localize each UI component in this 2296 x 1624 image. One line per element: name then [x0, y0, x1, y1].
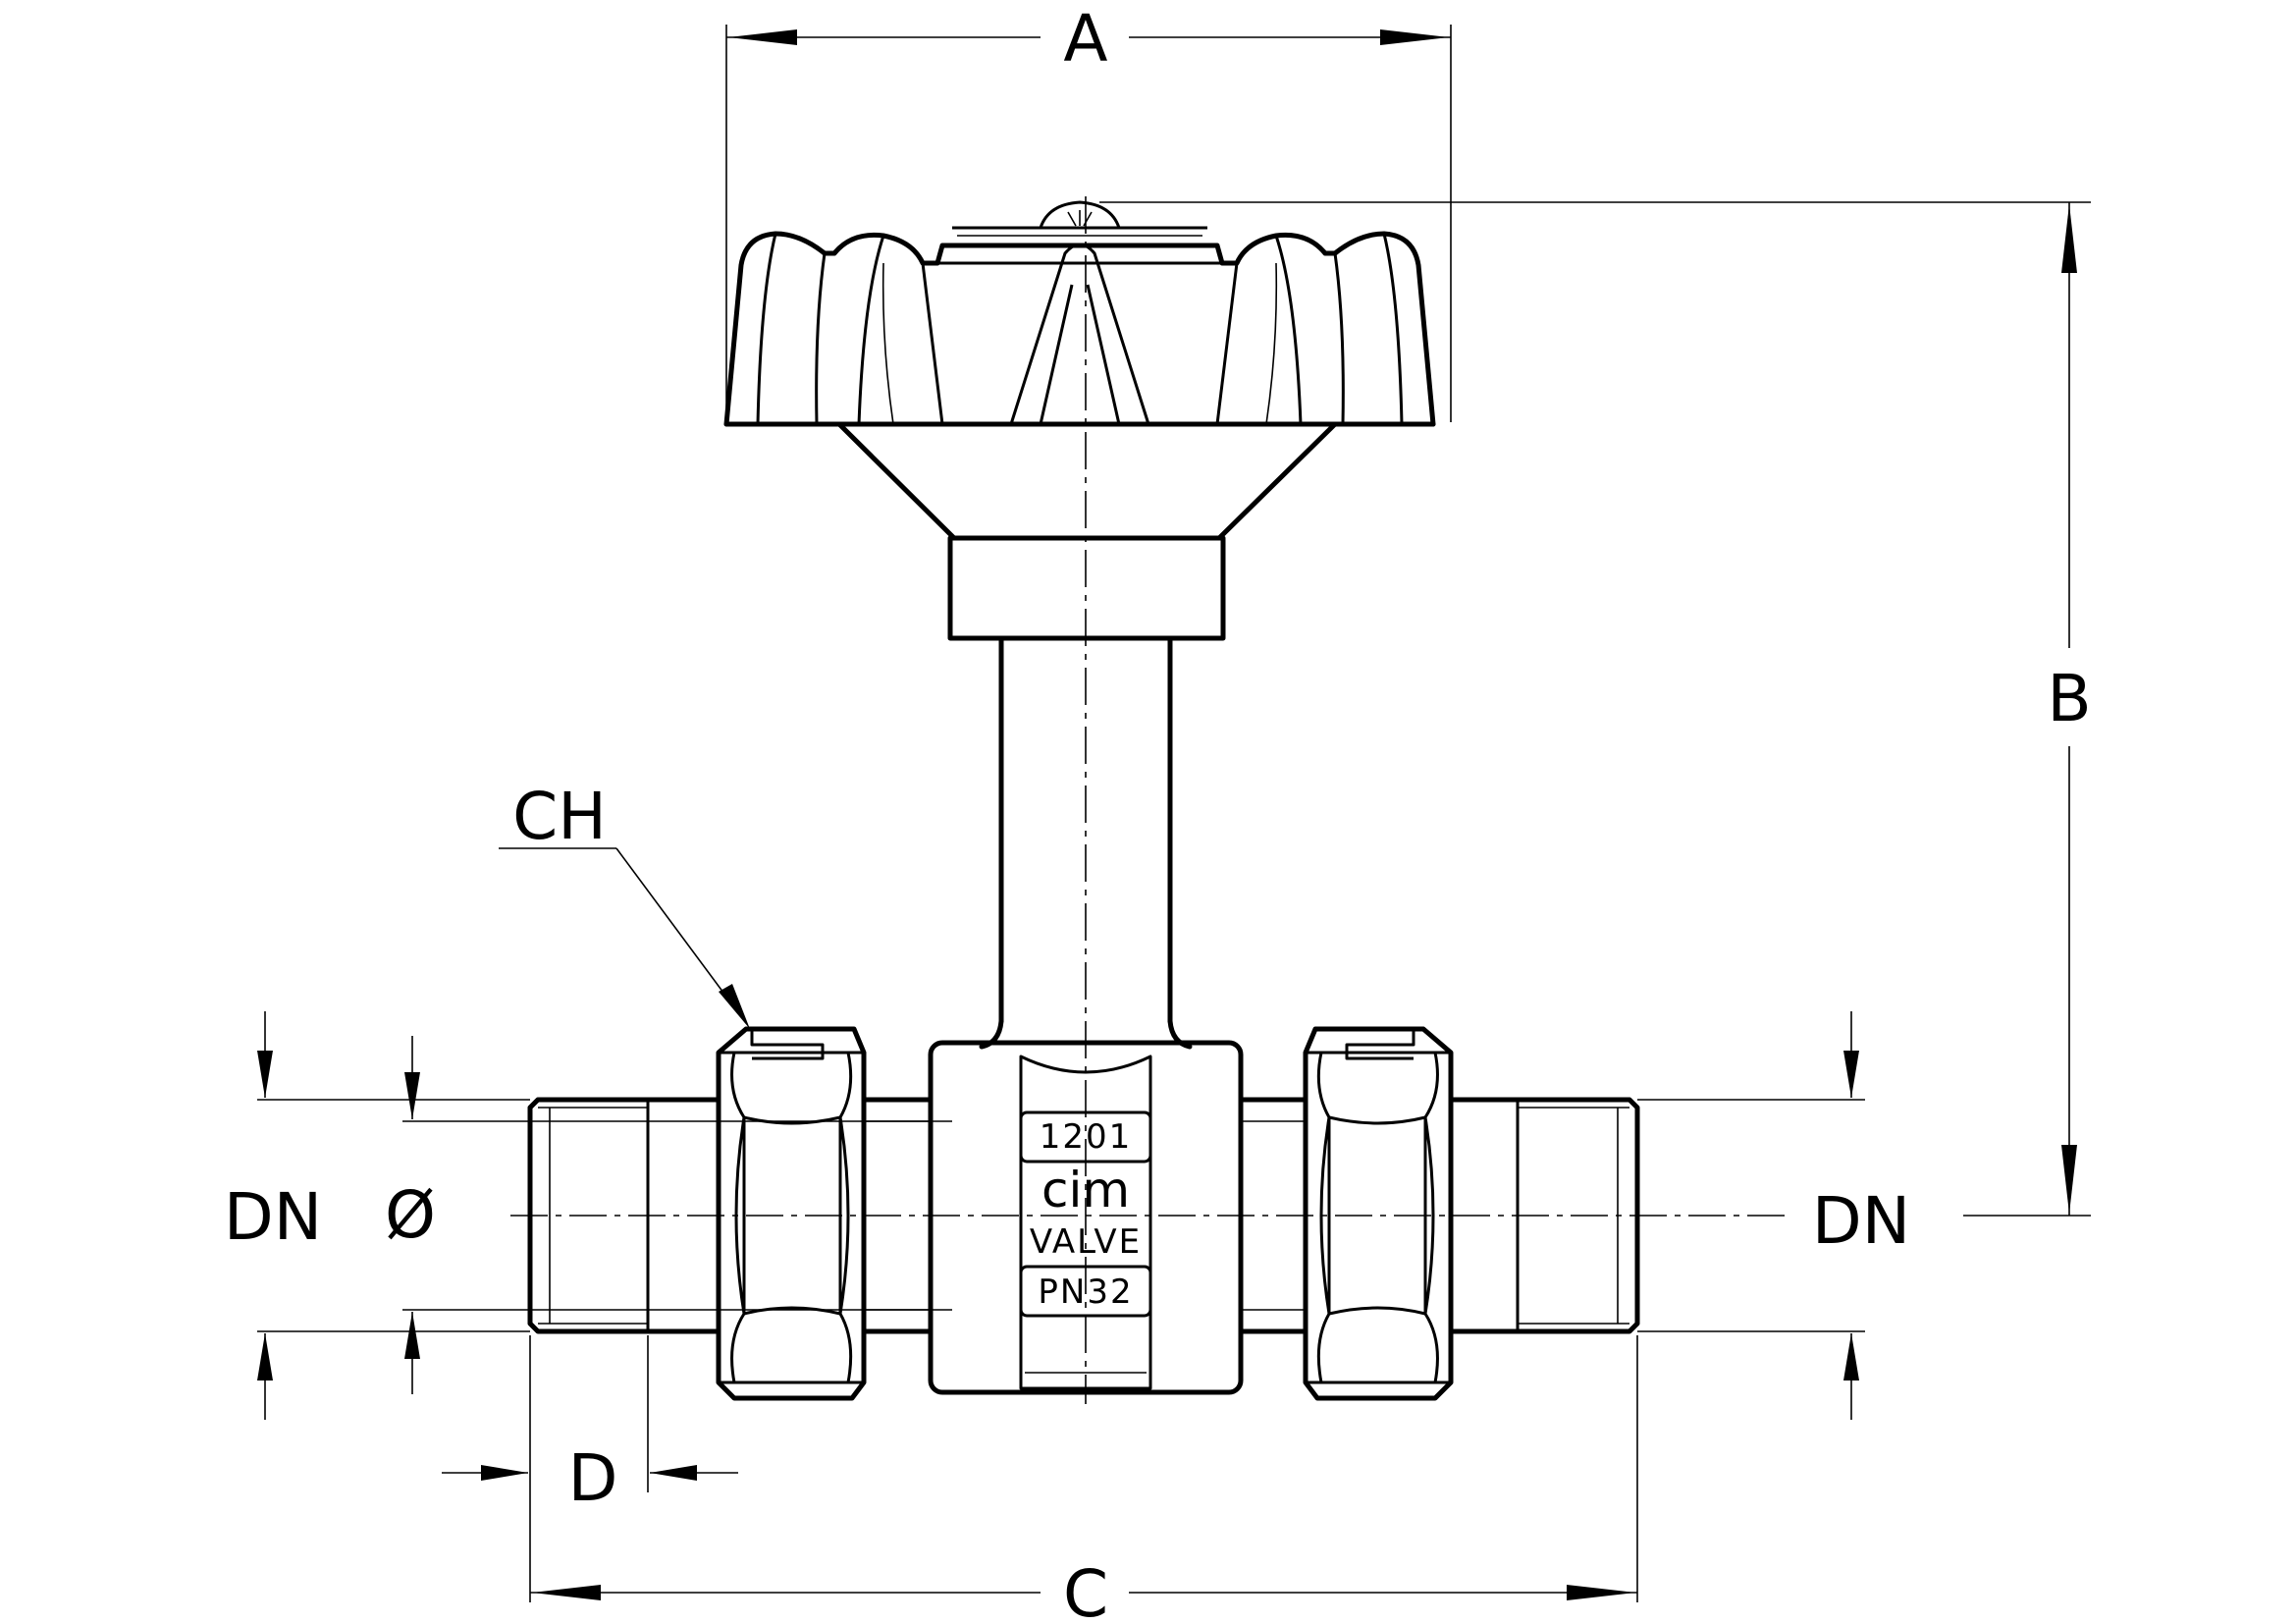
dimension-diameter-label: Ø: [385, 1177, 436, 1253]
dimension-dn-left-label: DN: [224, 1179, 322, 1255]
dimension-c-label: C: [1063, 1556, 1108, 1624]
dimension-dn-right: [1637, 1011, 1865, 1420]
dimension-d-label: D: [568, 1440, 618, 1516]
dimension-dn-left: [257, 1011, 530, 1420]
left-union-nut: [716, 1026, 867, 1401]
dimension-a: [725, 25, 1452, 422]
dimension-b: [1099, 201, 2091, 1217]
dimension-b-label: B: [2047, 661, 2091, 736]
dimension-ch: [499, 847, 750, 1029]
dimension-c: [530, 1335, 1638, 1602]
handwheel: [723, 200, 1436, 427]
handwheel-hub: [836, 421, 1338, 641]
body-pressure: PN32: [1038, 1272, 1133, 1312]
dimension-ch-label: CH: [512, 779, 607, 854]
dimension-diameter: [402, 1036, 952, 1394]
dimension-a-label: A: [1063, 1, 1107, 77]
body-code: 1201: [1040, 1117, 1133, 1157]
body-type: VALVE: [1030, 1222, 1142, 1262]
right-union-nut: [1303, 1026, 1454, 1401]
dimension-dn-right-label: DN: [1812, 1183, 1910, 1259]
dimension-d: [442, 1335, 738, 1602]
valve-stem: [979, 635, 1193, 1050]
